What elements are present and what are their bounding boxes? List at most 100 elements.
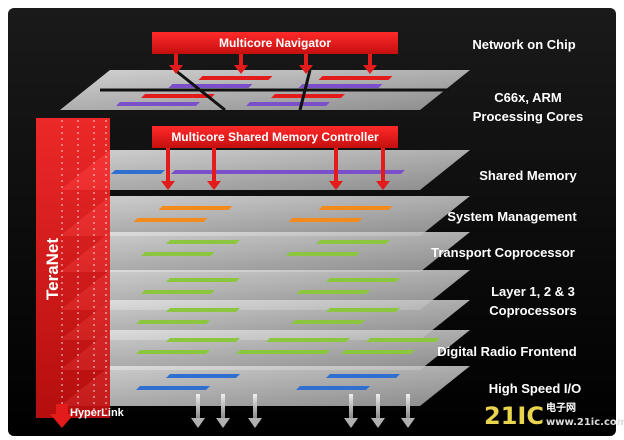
- msmc-arrow-shaft: [334, 148, 338, 182]
- msmc-label: Multicore Shared Memory Controller: [171, 130, 379, 144]
- io-arrow: [371, 394, 385, 428]
- layer-system-management: [60, 196, 470, 236]
- hyperlink-label: HyperLink: [70, 407, 125, 419]
- io-arrow-head: [248, 418, 262, 428]
- watermark-cn: 电子网: [546, 401, 576, 414]
- layer-transport-coprocessor-chip: [286, 252, 360, 256]
- watermark-logo: 21IC 电子网 www.21ic.com: [484, 401, 624, 430]
- layer-high-speed-io-chip: [136, 386, 210, 390]
- msmc-arrow-head: [207, 181, 221, 190]
- navigator-arrow-shaft: [368, 54, 372, 66]
- layer-l123-b-chip: [136, 320, 210, 324]
- teranet-dotted-lines: [61, 120, 107, 410]
- io-arrow-head: [371, 418, 385, 428]
- layer-l123-b-chip: [326, 308, 400, 312]
- io-arrow-shaft: [196, 394, 200, 418]
- layer-high-speed-io-chip: [296, 386, 370, 390]
- io-arrow-shaft: [221, 394, 225, 418]
- layer-stack: [60, 68, 470, 406]
- layer-processing-cores-chip: [246, 102, 330, 106]
- layer-processing-cores-chip: [168, 84, 253, 88]
- layer-system-management-chip: [318, 206, 393, 210]
- io-arrow-head: [191, 418, 205, 428]
- label-high-speed-io: High Speed I/O: [489, 381, 581, 396]
- navigator-arrow-head: [234, 65, 248, 74]
- msmc-arrow: [376, 148, 390, 190]
- layer-processing-cores-chip: [318, 76, 393, 80]
- layer-processing-cores-chip: [271, 94, 345, 98]
- io-arrow: [344, 394, 358, 428]
- multicore-navigator-bar: [152, 32, 398, 54]
- msmc-arrow-head: [161, 181, 175, 190]
- teranet-label: TeraNet: [43, 238, 62, 300]
- msmc-arrow-shaft: [212, 148, 216, 182]
- layer-high-speed-io: [60, 366, 470, 406]
- watermark-brand: 21IC: [484, 402, 544, 430]
- io-arrow-shaft: [406, 394, 410, 418]
- label-c66x-arm: C66x, ARM: [494, 90, 561, 105]
- io-arrow-head: [216, 418, 230, 428]
- layer-system-management-chip: [158, 206, 233, 210]
- io-arrow-shaft: [376, 394, 380, 418]
- navigator-arrow-head: [363, 65, 377, 74]
- layer-digital-radio-chip: [366, 338, 440, 342]
- io-arrow-head: [401, 418, 415, 428]
- navigator-arrows: [169, 54, 377, 74]
- layer-transport-coprocessor-chip: [316, 240, 390, 244]
- layer-digital-radio-chip: [166, 338, 240, 342]
- layer-digital-radio: [60, 330, 470, 370]
- layer-l123-a-chip: [141, 290, 215, 294]
- layer-system-management-chip: [133, 218, 208, 222]
- navigator-arrow-head: [169, 65, 183, 74]
- msmc-arrow: [161, 148, 175, 190]
- io-arrow-shaft: [253, 394, 257, 418]
- layer-processing-cores-chip: [116, 102, 200, 106]
- navigator-arrow-head: [299, 65, 313, 74]
- layer-l123-a-chip: [296, 290, 370, 294]
- layer-l123-a-chip: [166, 278, 240, 282]
- label-processing-cores: Processing Cores: [473, 109, 584, 124]
- io-arrow: [191, 394, 205, 428]
- msmc-arrow-shaft: [381, 148, 385, 182]
- label-system-management: System Management: [447, 209, 577, 224]
- layer-digital-radio-chip: [266, 338, 350, 342]
- io-arrow: [401, 394, 415, 428]
- layer-l123-b-chip: [166, 308, 240, 312]
- layer-shared-memory-chip: [111, 170, 165, 174]
- layer-digital-radio-chip: [236, 350, 330, 354]
- io-arrow: [216, 394, 230, 428]
- msmc-arrows: [161, 148, 390, 190]
- layer-processing-cores-chip: [141, 94, 215, 98]
- io-arrow-shaft: [349, 394, 353, 418]
- navigator-arrow: [363, 54, 377, 74]
- msmc-arrow-head: [329, 181, 343, 190]
- layer-system-management-chip: [288, 218, 363, 222]
- msmc-arrow-head: [376, 181, 390, 190]
- msmc-bar: [152, 126, 398, 148]
- teranet-band: [36, 118, 110, 418]
- layer-shared-memory-chip: [171, 170, 405, 174]
- layer-shared-memory: [60, 150, 470, 190]
- layer-digital-radio-chip: [341, 350, 415, 354]
- navigator-arrow: [234, 54, 248, 74]
- navigator-arrow-shaft: [239, 54, 243, 66]
- label-digital-radio-frontend: Digital Radio Frontend: [437, 344, 576, 359]
- label-network-on-chip: Network on Chip: [472, 37, 575, 52]
- navigator-arrow-shaft: [174, 54, 178, 66]
- navigator-arrow: [299, 54, 313, 74]
- msmc-arrow: [207, 148, 221, 190]
- msmc-arrow-shaft: [166, 148, 170, 182]
- layer-processing-cores-chip: [298, 84, 383, 88]
- layer-l123-a-chip: [326, 278, 400, 282]
- layer-transport-coprocessor-chip: [166, 240, 240, 244]
- layer-high-speed-io-chip: [166, 374, 240, 378]
- io-arrow-head: [344, 418, 358, 428]
- label-shared-memory: Shared Memory: [479, 168, 577, 183]
- hyperlink-arrow: [50, 404, 74, 428]
- layer-system-management-plate: [60, 196, 470, 236]
- navigator-arrow: [169, 54, 183, 74]
- navigator-arrow-shaft: [304, 54, 308, 66]
- layer-digital-radio-chip: [136, 350, 210, 354]
- io-arrow: [248, 394, 262, 428]
